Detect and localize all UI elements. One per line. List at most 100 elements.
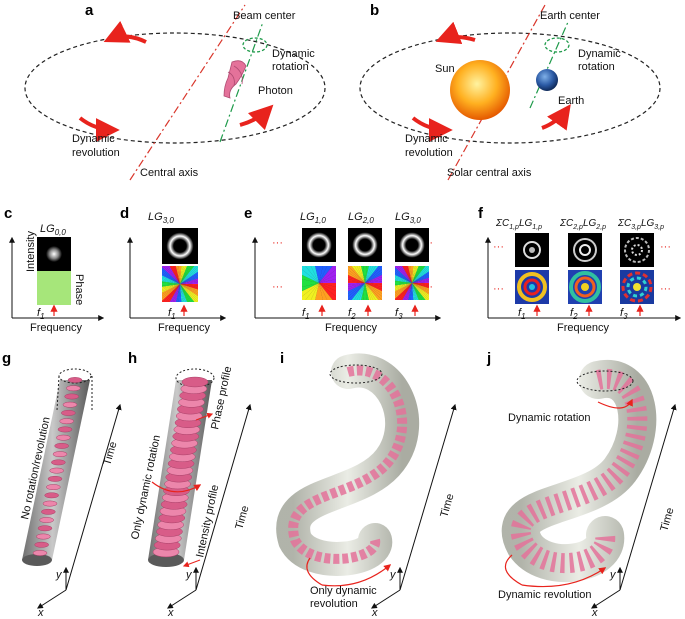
phase-sector [163, 266, 180, 284]
phase-sector [395, 283, 412, 285]
phase-sector [354, 266, 365, 283]
phase-sector [412, 266, 422, 283]
intensity-profile [302, 228, 336, 262]
panel-letter-i: i [280, 350, 284, 367]
ellipsis-left-top: ··· [272, 237, 283, 249]
panel-j: j Dynamic rotation Dynamic revolution Ti… [486, 350, 677, 619]
central-axis-label: Central axis [140, 167, 199, 179]
svg-text:LG1,0: LG1,0 [300, 211, 326, 225]
phase-sector [412, 283, 429, 299]
phase-sector [395, 266, 412, 283]
mode-sum-1: ΣC1,pLG1,p f1 [495, 218, 549, 321]
pulse-disk [64, 393, 79, 400]
phase-sector [180, 284, 195, 302]
phase-label: Phase [73, 274, 85, 305]
panel-letter-b: b [370, 2, 379, 19]
phase-sector [162, 282, 180, 284]
phase-sector [395, 267, 412, 283]
photon-icon [223, 60, 247, 99]
panel-h: h Only dynamic rotation Phase profile In… [128, 350, 252, 619]
phase-sector [171, 284, 180, 302]
phase-sector [315, 266, 319, 283]
mode-lg20: LG2,0 f2 [348, 211, 382, 321]
x-label: x [167, 607, 174, 619]
pulse-disk [66, 385, 81, 392]
phase-sector [319, 283, 333, 300]
phase-sector [302, 283, 319, 297]
phase-sector [169, 284, 180, 302]
phase-sector [180, 266, 189, 284]
revolution-arrow-right [541, 104, 571, 131]
phase-sector [178, 266, 180, 284]
pulse-disk [181, 376, 209, 388]
tube-end [576, 370, 634, 392]
phase-sector [410, 266, 412, 283]
phase-sector [412, 283, 422, 300]
phase-sector [180, 284, 198, 302]
pulse-disk [34, 541, 49, 548]
pulse-disk [61, 410, 76, 416]
phase-sector [395, 283, 412, 289]
phase-sector [412, 280, 429, 283]
phase-sector [365, 266, 376, 283]
phase-sector [395, 277, 412, 283]
svg-text:f2: f2 [570, 307, 578, 321]
phase-sector [302, 266, 319, 283]
phase-sector [180, 282, 198, 284]
phase-vortex [395, 266, 429, 300]
dynamic-revolution-label-2: revolution [405, 147, 453, 159]
phase-sector [412, 283, 429, 286]
phase-sector [412, 266, 418, 283]
phase-sector [365, 272, 382, 283]
phase-sector [405, 283, 412, 300]
phase-profile-label: Phase profile [209, 365, 234, 430]
y-label: y [185, 569, 193, 581]
phase-sector [348, 283, 365, 300]
phase-sector [180, 266, 195, 284]
central-axis-line [129, 4, 246, 181]
y-label: y [609, 569, 617, 581]
beam-tube [276, 353, 420, 576]
panel-b: b Earth center Dynamic rotation Sun Eart… [359, 2, 661, 181]
svg-text:ΣC3,pLG3,p: ΣC3,pLG3,p [617, 218, 664, 231]
time-label: Time [658, 506, 676, 532]
phase-sector [412, 266, 414, 283]
panel-d: d LG3,0 f1 Frequency [120, 205, 227, 334]
intensity-label: Intensity [25, 231, 37, 272]
phase-sector [180, 284, 188, 302]
phase-sector [412, 276, 429, 283]
phase-sector [365, 266, 369, 283]
phase-sector [412, 277, 429, 283]
panel-letter-j: j [486, 350, 491, 367]
phase-sector [162, 267, 180, 284]
time-axis [65, 403, 122, 591]
phase-sector [348, 279, 365, 283]
mode-sum-3: ΣC3,pLG3,p f3 [617, 218, 664, 321]
phase-sector [177, 284, 180, 302]
phase-sector [305, 266, 319, 283]
phase-sector [363, 283, 365, 300]
phase-sector [162, 284, 180, 295]
panel-letter-d: d [120, 205, 129, 222]
phase-sector [412, 283, 419, 300]
frequency-tick-label: f1 [168, 307, 176, 321]
phase-sector [412, 283, 429, 285]
phase-sector [180, 284, 182, 302]
phase-sector [365, 279, 382, 283]
svg-text:LG3,0: LG3,0 [395, 211, 421, 225]
phase-sector [162, 284, 180, 292]
phase-sector [412, 283, 428, 300]
dynamic-rotation-label-2: rotation [578, 61, 615, 73]
earth-orbit [359, 32, 661, 144]
rotation-circle [544, 37, 570, 53]
phase-sector [180, 281, 198, 284]
phase-sector [310, 266, 319, 283]
phase-sector [180, 266, 183, 284]
phase-sector [180, 266, 182, 284]
mode-label: LG3,0 [148, 211, 174, 225]
phase-sector [412, 283, 414, 300]
revolution-arrow-top [103, 20, 147, 44]
phase-sector [162, 266, 180, 284]
phase-sector [178, 284, 180, 302]
rotation-arrow [597, 398, 633, 409]
